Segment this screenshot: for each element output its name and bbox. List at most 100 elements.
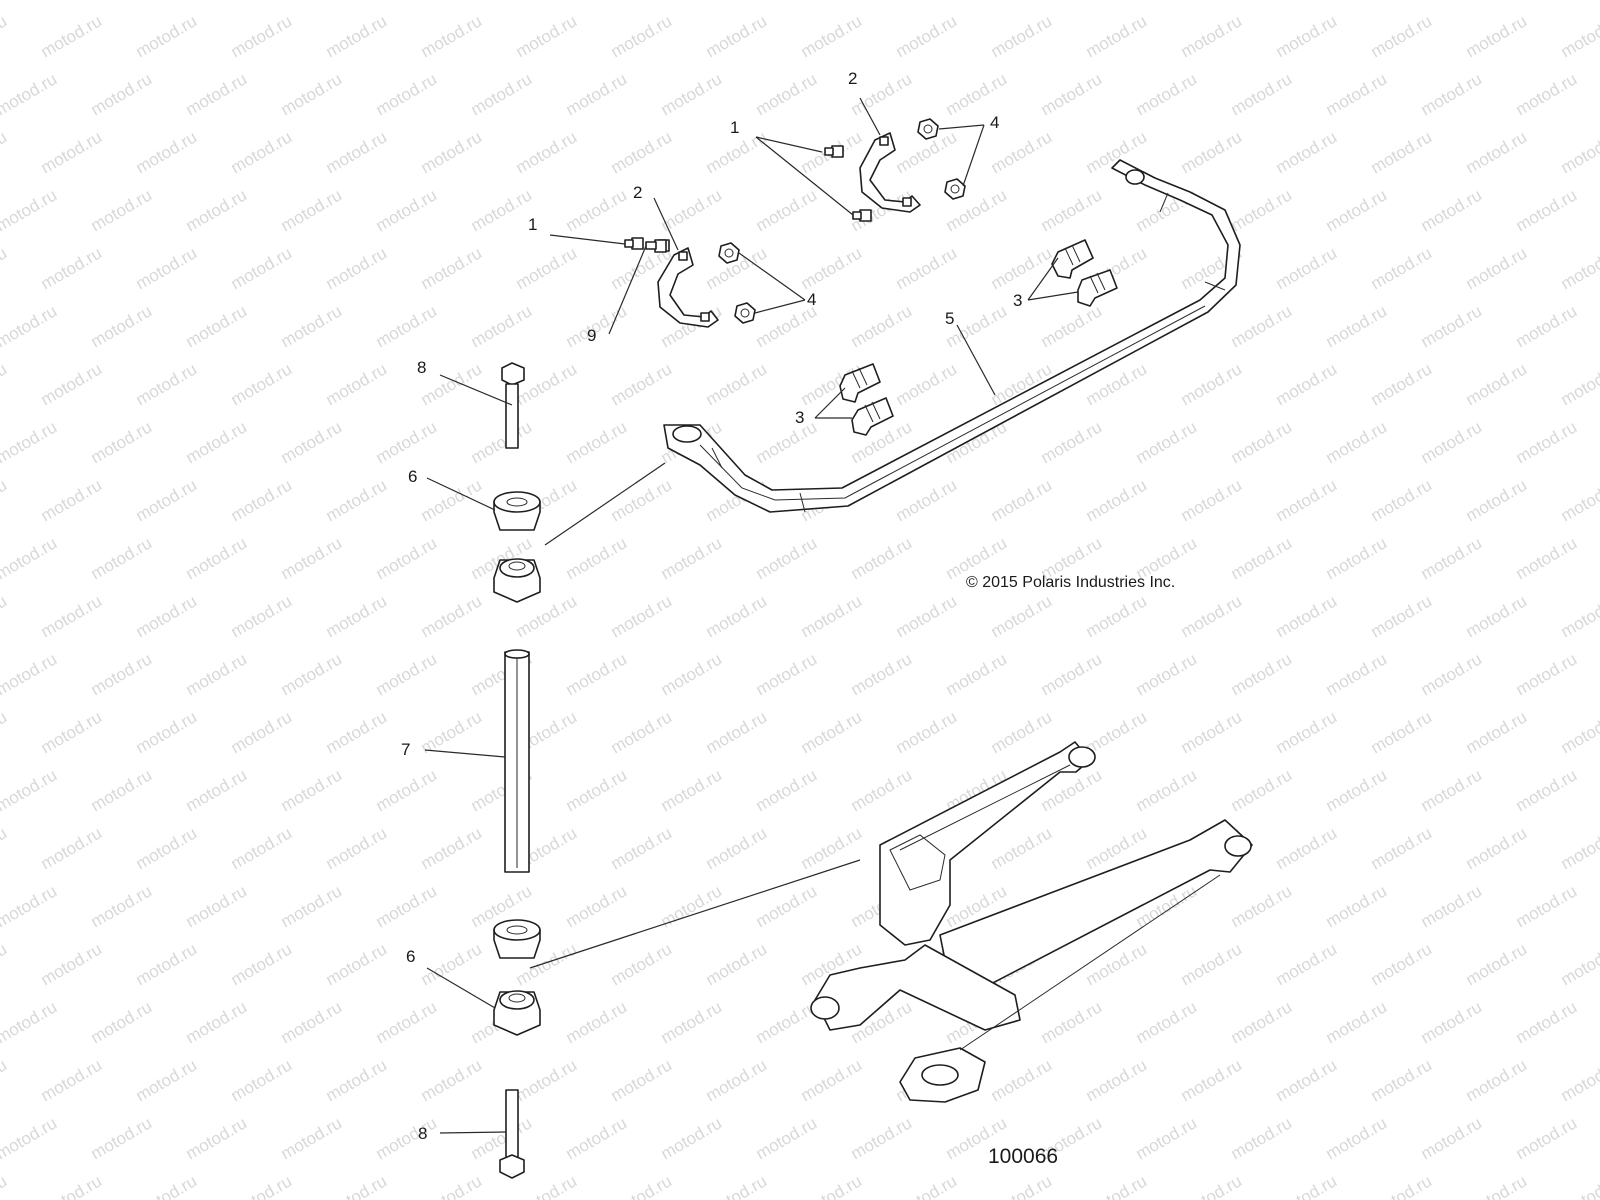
watermark-text: motod.ru: [323, 707, 391, 757]
watermark-text: motod.ru: [658, 0, 726, 3]
watermark-text: motod.ru: [1273, 591, 1341, 641]
watermark-text: motod.ru: [608, 1055, 676, 1105]
watermark-text: motod.ru: [893, 707, 961, 757]
watermark-text: motod.ru: [988, 1171, 1056, 1200]
watermark-text: motod.ru: [1038, 417, 1106, 467]
watermark-text: motod.ru: [38, 591, 106, 641]
watermark-text: motod.ru: [563, 417, 631, 467]
watermark-text: motod.ru: [418, 243, 486, 293]
watermark-text: motod.ru: [1463, 11, 1531, 61]
watermark-text: motod.ru: [563, 1113, 631, 1163]
watermark-text: motod.ru: [373, 881, 441, 931]
watermark-text: motod.ru: [798, 707, 866, 757]
watermark-text: motod.ru: [1083, 11, 1151, 61]
watermark-text: motod.ru: [38, 11, 106, 61]
watermark-text: motod.ru: [1368, 591, 1436, 641]
watermark-text: motod.ru: [88, 69, 156, 119]
watermark-text: motod.ru: [1463, 243, 1531, 293]
watermark-text: motod.ru: [278, 0, 346, 3]
nut-4d: [734, 302, 756, 324]
watermark-text: motod.ru: [183, 301, 251, 351]
watermark-text: motod.ru: [88, 533, 156, 583]
watermark-text: motod.ru: [1463, 939, 1531, 989]
watermark-text: motod.ru: [1323, 417, 1391, 467]
watermark-text: motod.ru: [1558, 11, 1600, 61]
watermark-text: motod.ru: [1038, 69, 1106, 119]
watermark-text: motod.ru: [0, 127, 10, 177]
watermark-text: motod.ru: [183, 185, 251, 235]
watermark-text: motod.ru: [133, 11, 201, 61]
watermark-text: motod.ru: [1368, 127, 1436, 177]
watermark-text: motod.ru: [373, 417, 441, 467]
watermark-text: motod.ru: [88, 1113, 156, 1163]
watermark-text: motod.ru: [1323, 649, 1391, 699]
watermark-text: motod.ru: [228, 823, 296, 873]
watermark-text: motod.ru: [133, 1171, 201, 1200]
watermark-text: motod.ru: [753, 765, 821, 815]
watermark-text: motod.ru: [1178, 475, 1246, 525]
watermark-text: motod.ru: [278, 649, 346, 699]
watermark-text: motod.ru: [1368, 1171, 1436, 1200]
watermark-text: motod.ru: [1463, 475, 1531, 525]
watermark-text: motod.ru: [1178, 1171, 1246, 1200]
watermark-text: motod.ru: [1323, 1113, 1391, 1163]
clamp-upper: [859, 132, 921, 213]
watermark-text: motod.ru: [1513, 1113, 1581, 1163]
watermark-text: motod.ru: [133, 359, 201, 409]
watermark-text: motod.ru: [1368, 823, 1436, 873]
watermark-text: motod.ru: [418, 1171, 486, 1200]
watermark-text: motod.ru: [38, 127, 106, 177]
watermark-text: motod.ru: [893, 1171, 961, 1200]
watermark-text: motod.ru: [608, 1171, 676, 1200]
watermark-text: motod.ru: [1463, 1171, 1531, 1200]
watermark-text: motod.ru: [563, 69, 631, 119]
watermark-text: motod.ru: [0, 11, 10, 61]
watermark-text: motod.ru: [0, 707, 10, 757]
watermark-text: motod.ru: [753, 69, 821, 119]
nut-4a: [917, 118, 939, 140]
watermark-text: motod.ru: [183, 69, 251, 119]
watermark-text: motod.ru: [1513, 997, 1581, 1047]
watermark-text: motod.ru: [848, 649, 916, 699]
watermark-text: motod.ru: [893, 11, 961, 61]
watermark-text: motod.ru: [418, 127, 486, 177]
watermark-text: motod.ru: [38, 359, 106, 409]
watermark-text: motod.ru: [468, 0, 536, 3]
watermark-text: motod.ru: [183, 533, 251, 583]
watermark-text: motod.ru: [1463, 359, 1531, 409]
watermark-text: motod.ru: [88, 417, 156, 467]
watermark-text: motod.ru: [38, 823, 106, 873]
watermark-text: motod.ru: [0, 939, 10, 989]
watermark-text: motod.ru: [1228, 301, 1296, 351]
watermark-text: motod.ru: [373, 649, 441, 699]
part-number: 100066: [988, 1145, 1058, 1168]
watermark-text: motod.ru: [563, 881, 631, 931]
watermark-text: motod.ru: [848, 1113, 916, 1163]
watermark-text: motod.ru: [1368, 243, 1436, 293]
watermark-text: motod.ru: [1273, 939, 1341, 989]
watermark-text: motod.ru: [183, 0, 251, 3]
watermark-text: motod.ru: [703, 707, 771, 757]
watermark-text: motod.ru: [1513, 649, 1581, 699]
watermark-text: motod.ru: [323, 359, 391, 409]
watermark-text: motod.ru: [38, 939, 106, 989]
watermark-text: motod.ru: [228, 707, 296, 757]
watermark-text: motod.ru: [278, 1113, 346, 1163]
watermark-text: motod.ru: [468, 417, 536, 467]
watermark-text: motod.ru: [563, 765, 631, 815]
watermark-text: motod.ru: [608, 359, 676, 409]
watermark-text: motod.ru: [988, 11, 1056, 61]
bushing-3d: [851, 397, 894, 436]
bolt-1c: [624, 237, 644, 250]
watermark-text: motod.ru: [1133, 1113, 1201, 1163]
watermark-text: motod.ru: [373, 0, 441, 3]
watermark-text: motod.ru: [988, 243, 1056, 293]
watermark-text: motod.ru: [563, 649, 631, 699]
watermark-text: motod.ru: [278, 765, 346, 815]
watermark-text: motod.ru: [38, 1171, 106, 1200]
watermark-text: motod.ru: [848, 533, 916, 583]
watermark-text: motod.ru: [1273, 707, 1341, 757]
watermark-text: motod.ru: [1418, 881, 1486, 931]
watermark-text: motod.ru: [323, 1171, 391, 1200]
